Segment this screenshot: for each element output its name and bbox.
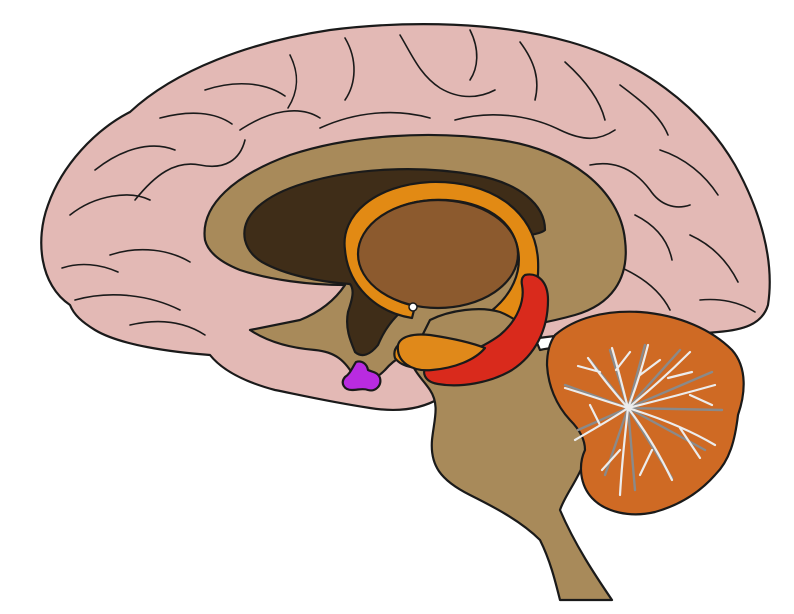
cortical-gyri	[61, 29, 756, 336]
arbor-vitae	[563, 343, 724, 497]
mammillary-body	[396, 333, 487, 372]
thalamus	[356, 198, 520, 310]
anterior-commissure	[408, 302, 418, 312]
pituitary-gland	[341, 360, 382, 392]
